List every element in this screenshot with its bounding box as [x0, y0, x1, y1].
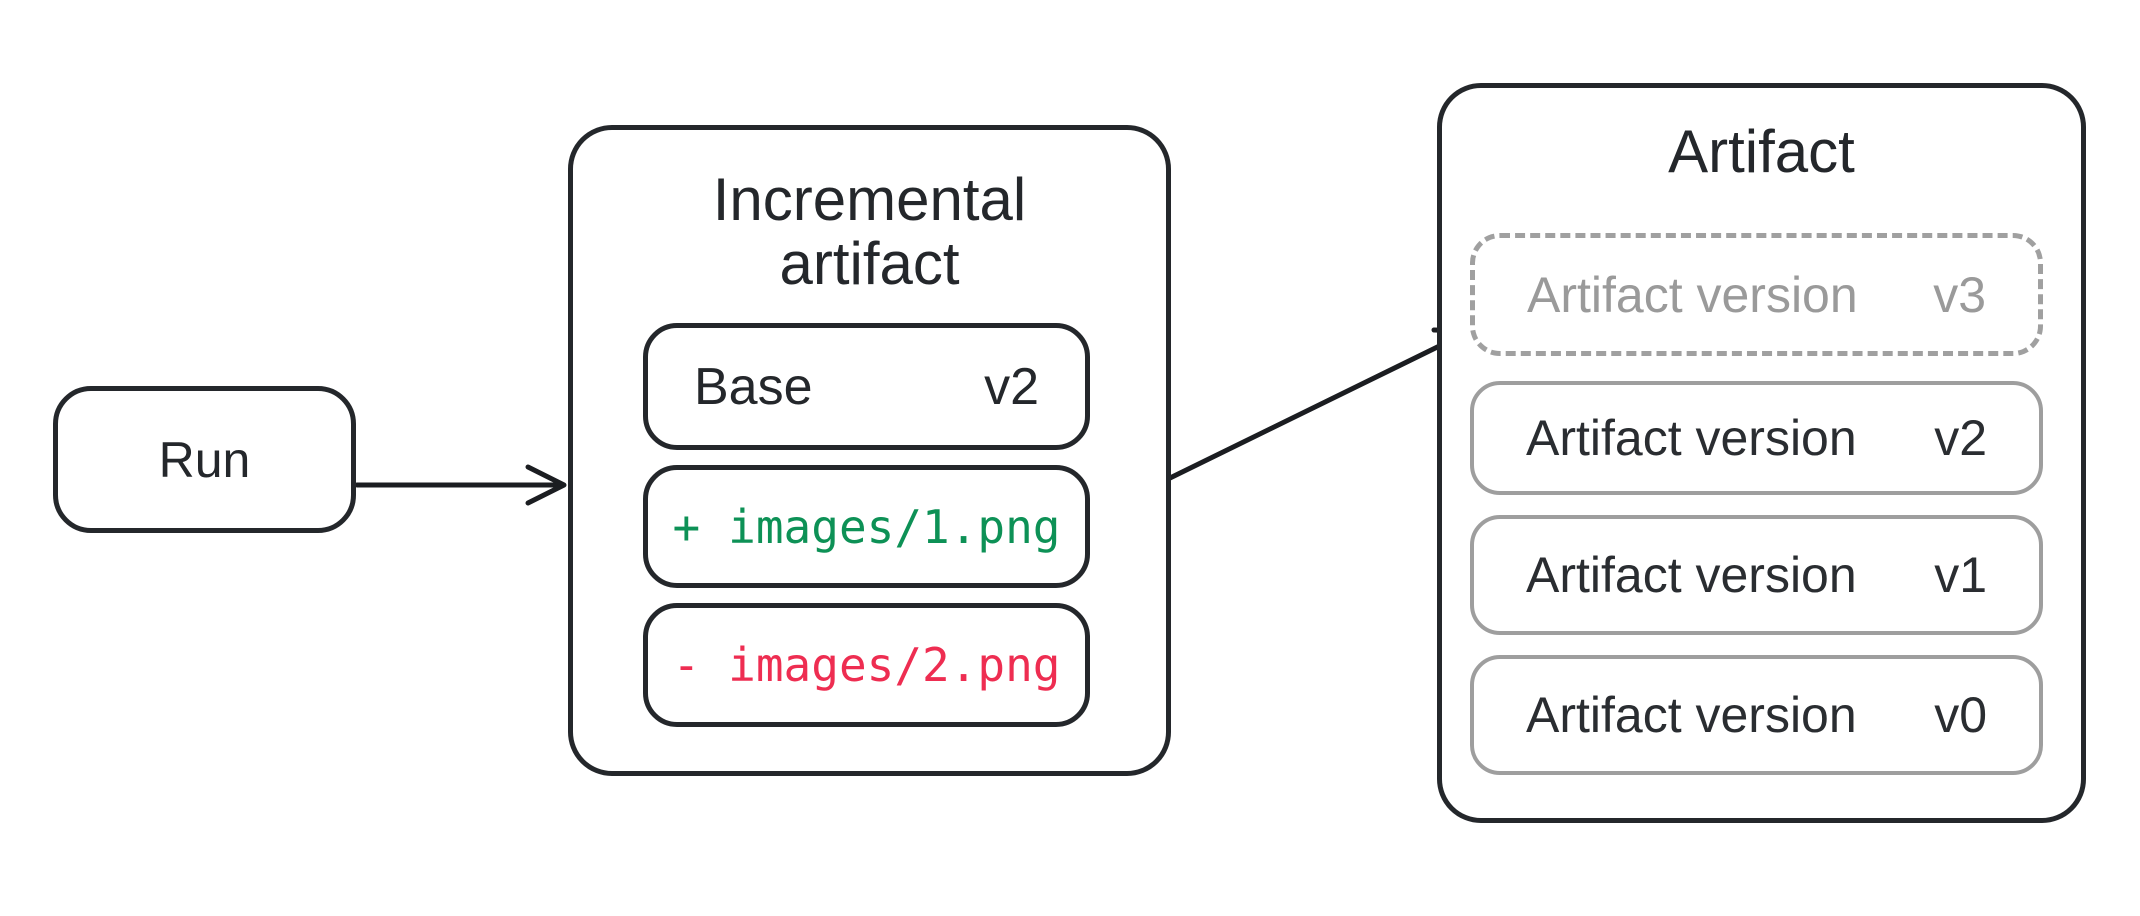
incremental-title-line1: Incremental	[712, 166, 1027, 233]
run-to-incremental-arrow	[354, 464, 567, 506]
version-number: v1	[1934, 547, 1987, 603]
incremental-title-line2: artifact	[779, 230, 960, 297]
base-version-row: Base v2	[643, 323, 1090, 450]
incremental-artifact-node: Incremental artifact Base v2 + images/1.…	[568, 125, 1171, 776]
version-label: Artifact version	[1526, 547, 1857, 603]
artifact-node: Artifact Artifact version v3 Artifact ve…	[1437, 83, 2086, 823]
version-label: Artifact version	[1526, 410, 1857, 466]
added-file-row: + images/1.png	[643, 465, 1090, 588]
artifact-title: Artifact	[1668, 118, 1855, 185]
pending-version-label: Artifact version	[1527, 266, 1858, 323]
artifact-version-row: Artifact version v2	[1470, 381, 2043, 495]
artifact-version-row: Artifact version v0	[1470, 655, 2043, 775]
version-number: v2	[1934, 410, 1987, 466]
artifact-version-row: Artifact version v1	[1470, 515, 2043, 635]
removed-file-path: images/2.png	[728, 638, 1061, 692]
pending-version-number: v3	[1933, 266, 1986, 323]
removed-file-row: - images/2.png	[643, 603, 1090, 727]
base-version: v2	[984, 357, 1039, 416]
incremental-artifact-title: Incremental artifact	[573, 168, 1166, 296]
pending-artifact-version-row: Artifact version v3	[1470, 233, 2043, 356]
version-label: Artifact version	[1526, 687, 1857, 743]
run-label: Run	[158, 431, 251, 488]
base-label: Base	[694, 357, 813, 416]
incremental-to-pending-version-arrow	[1167, 327, 1474, 481]
plus-diff-icon: +	[672, 499, 701, 554]
version-number: v0	[1934, 687, 1987, 743]
minus-diff-icon: -	[672, 638, 701, 692]
added-file-path: images/1.png	[728, 499, 1061, 554]
run-node: Run	[53, 386, 356, 533]
